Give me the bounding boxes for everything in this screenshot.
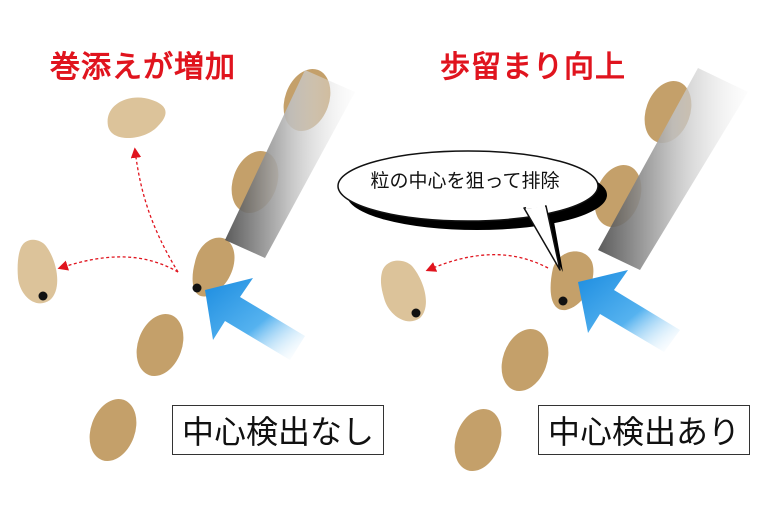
grain [136,314,184,376]
left-panel-title: 巻添えが増加 [50,50,236,85]
air-jet-arrow [205,278,305,360]
callout-text: 粒の中心を狙って排除 [370,170,560,192]
left-panel-label: 中心検出なし [172,405,384,455]
grain [501,329,549,391]
ejector-nozzle [225,70,355,258]
grain-center-dot [558,296,568,306]
trajectory-arrow [425,254,549,272]
grain [89,399,137,461]
right-panel-label: 中心検出あり [538,405,750,455]
air-jet-arrow [578,270,680,352]
trajectory-arrow [57,256,179,273]
trajectory-arrow [130,147,179,273]
ejected-grain [380,260,426,322]
grain-center-dot [38,291,48,301]
callout-bubble [337,150,607,272]
grain-center-dot [192,283,202,293]
target-grain [192,237,235,297]
right-panel-title: 歩留まり向上 [440,50,626,85]
grain-center-dot [411,308,421,318]
ejected-grain [17,239,58,304]
grain [454,409,502,471]
ejected-grain [107,97,166,139]
ejector-nozzle [598,68,748,270]
